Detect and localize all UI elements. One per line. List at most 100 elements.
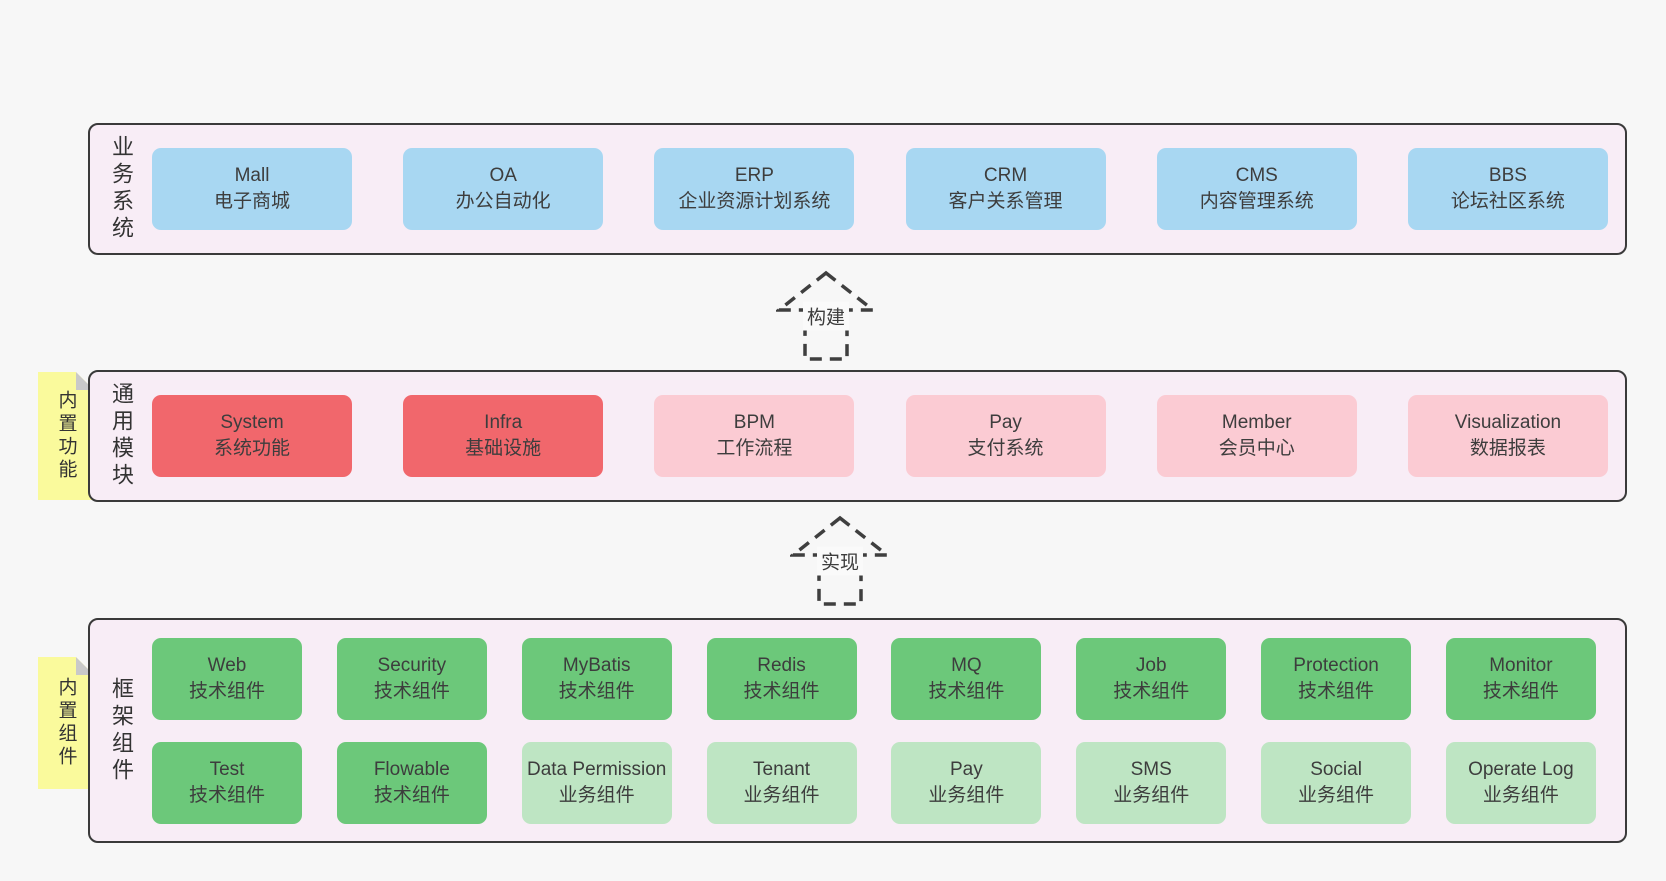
box-title: Tenant xyxy=(753,758,811,780)
box-title: Visualization xyxy=(1454,412,1562,433)
box-subtitle: 数据报表 xyxy=(1469,438,1546,459)
box-infra: Infra 基础设施 xyxy=(403,395,604,477)
panel-framework-components: 框架组件 Web 技术组件 Security 技术组件 MyBatis 技术组件… xyxy=(88,618,1627,843)
box-subtitle: 企业资源计划系统 xyxy=(678,191,831,212)
box-security: Security 技术组件 xyxy=(336,637,487,720)
box-redis: Redis 技术组件 xyxy=(706,637,857,720)
box-bpm: BPM 工作流程 xyxy=(654,395,855,477)
box-subtitle: 业务组件 xyxy=(928,784,1005,806)
box-title: Member xyxy=(1221,412,1292,433)
box-mq: MQ 技术组件 xyxy=(891,637,1042,720)
box-title: SMS xyxy=(1130,758,1172,780)
box-title: Flowable xyxy=(373,758,450,780)
box-subtitle: 系统功能 xyxy=(213,438,290,459)
box-title: Data Permission xyxy=(526,758,667,780)
box-title: Operate Log xyxy=(1468,758,1574,780)
box-mybatis: MyBatis 技术组件 xyxy=(521,637,672,720)
box-bbs: BBS 论坛社区系统 xyxy=(1407,148,1608,230)
box-protection: Protection 技术组件 xyxy=(1261,637,1412,720)
panel-label-business-systems: 业务系统 xyxy=(109,135,134,243)
box-subtitle: 会员中心 xyxy=(1218,438,1295,459)
box-monitor: Monitor 技术组件 xyxy=(1445,637,1596,720)
box-system: System 系统功能 xyxy=(152,395,352,477)
box-title: OA xyxy=(489,165,517,186)
box-member: Member 会员中心 xyxy=(1156,395,1357,477)
box-title: Test xyxy=(209,758,245,780)
panel-label-common-modules: 通用模块 xyxy=(109,382,134,490)
box-subtitle: 技术组件 xyxy=(373,680,450,702)
box-subtitle: 技术组件 xyxy=(1482,680,1559,702)
box-title: Mall xyxy=(234,165,270,186)
box-title: Pay xyxy=(950,758,983,780)
box-subtitle: 基础设施 xyxy=(465,438,542,459)
box-title: MQ xyxy=(951,654,982,676)
box-subtitle: 技术组件 xyxy=(558,680,635,702)
box-title: Job xyxy=(1135,654,1167,676)
box-subtitle: 论坛社区系统 xyxy=(1450,191,1565,212)
box-subtitle: 技术组件 xyxy=(373,784,450,806)
build-arrow: 构建 xyxy=(776,270,876,362)
box-subtitle: 技术组件 xyxy=(1113,680,1190,702)
box-subtitle: 客户关系管理 xyxy=(948,191,1063,212)
panel-body: Web 技术组件 Security 技术组件 MyBatis 技术组件 Redi… xyxy=(152,620,1625,841)
box-subtitle: 支付系统 xyxy=(967,438,1044,459)
box-title: System xyxy=(220,412,284,433)
box-social: Social 业务组件 xyxy=(1261,741,1412,824)
panel-business-systems: 业务系统 Mall 电子商城 OA 办公自动化 ERP 企业资源计划系统 CRM… xyxy=(88,123,1627,255)
box-subtitle: 业务组件 xyxy=(743,784,820,806)
sticky-note-built-in-components: 内置组件 xyxy=(38,657,94,789)
panel-common-modules: 通用模块 System 系统功能 Infra 基础设施 BPM 工作流程 Pay… xyxy=(88,370,1627,502)
box-subtitle: 技术组件 xyxy=(188,784,265,806)
box-job: Job 技术组件 xyxy=(1076,637,1227,720)
panel-body: System 系统功能 Infra 基础设施 BPM 工作流程 Pay 支付系统… xyxy=(152,372,1625,500)
box-title: MyBatis xyxy=(562,654,631,676)
panel-body: Mall 电子商城 OA 办公自动化 ERP 企业资源计划系统 CRM 客户关系… xyxy=(152,125,1625,253)
box-title: Infra xyxy=(484,412,523,433)
box-data-permission: Data Permission 业务组件 xyxy=(521,741,672,824)
box-title: Protection xyxy=(1293,654,1379,676)
box-subtitle: 技术组件 xyxy=(928,680,1005,702)
box-cms: CMS 内容管理系统 xyxy=(1156,148,1357,230)
box-row: Web 技术组件 Security 技术组件 MyBatis 技术组件 Redi… xyxy=(152,637,1596,720)
box-subtitle: 办公自动化 xyxy=(455,191,551,212)
box-row: Test 技术组件 Flowable 技术组件 Data Permission … xyxy=(152,741,1596,824)
sticky-note-built-in-features: 内置功能 xyxy=(38,372,94,500)
box-sms: SMS 业务组件 xyxy=(1076,741,1227,824)
box-oa: OA 办公自动化 xyxy=(403,148,604,230)
box-title: BPM xyxy=(733,412,775,433)
box-subtitle: 业务组件 xyxy=(1298,784,1375,806)
box-subtitle: 业务组件 xyxy=(1482,784,1559,806)
box-title: Monitor xyxy=(1489,654,1553,676)
box-title: Social xyxy=(1310,758,1362,780)
box-subtitle: 电子商城 xyxy=(213,191,290,212)
box-mall: Mall 电子商城 xyxy=(152,148,352,230)
box-title: Security xyxy=(377,654,447,676)
up-arrow-icon xyxy=(790,515,890,606)
box-subtitle: 技术组件 xyxy=(188,680,265,702)
implement-arrow-label: 实现 xyxy=(816,546,864,576)
box-subtitle: 业务组件 xyxy=(1113,784,1190,806)
box-erp: ERP 企业资源计划系统 xyxy=(654,148,855,230)
box-web: Web 技术组件 xyxy=(152,637,302,720)
box-title: CRM xyxy=(983,165,1028,186)
box-test: Test 技术组件 xyxy=(152,741,302,824)
up-arrow-icon xyxy=(776,270,876,361)
box-pay: Pay 支付系统 xyxy=(905,395,1106,477)
implement-arrow: 实现 xyxy=(790,515,890,607)
box-title: BBS xyxy=(1488,165,1527,186)
box-operate-log: Operate Log 业务组件 xyxy=(1445,741,1596,824)
box-row: Mall 电子商城 OA 办公自动化 ERP 企业资源计划系统 CRM 客户关系… xyxy=(152,148,1608,230)
box-title: ERP xyxy=(734,165,774,186)
panel-label-framework-components: 框架组件 xyxy=(109,676,134,785)
box-title: Pay xyxy=(989,412,1022,433)
box-subtitle: 内容管理系统 xyxy=(1199,191,1314,212)
box-tenant: Tenant 业务组件 xyxy=(706,741,857,824)
box-title: CMS xyxy=(1235,165,1278,186)
box-crm: CRM 客户关系管理 xyxy=(905,148,1106,230)
box-subtitle: 技术组件 xyxy=(1298,680,1375,702)
box-row: System 系统功能 Infra 基础设施 BPM 工作流程 Pay 支付系统… xyxy=(152,395,1608,477)
box-subtitle: 业务组件 xyxy=(558,784,635,806)
box-pay-biz: Pay 业务组件 xyxy=(891,741,1042,824)
box-title: Redis xyxy=(757,654,806,676)
